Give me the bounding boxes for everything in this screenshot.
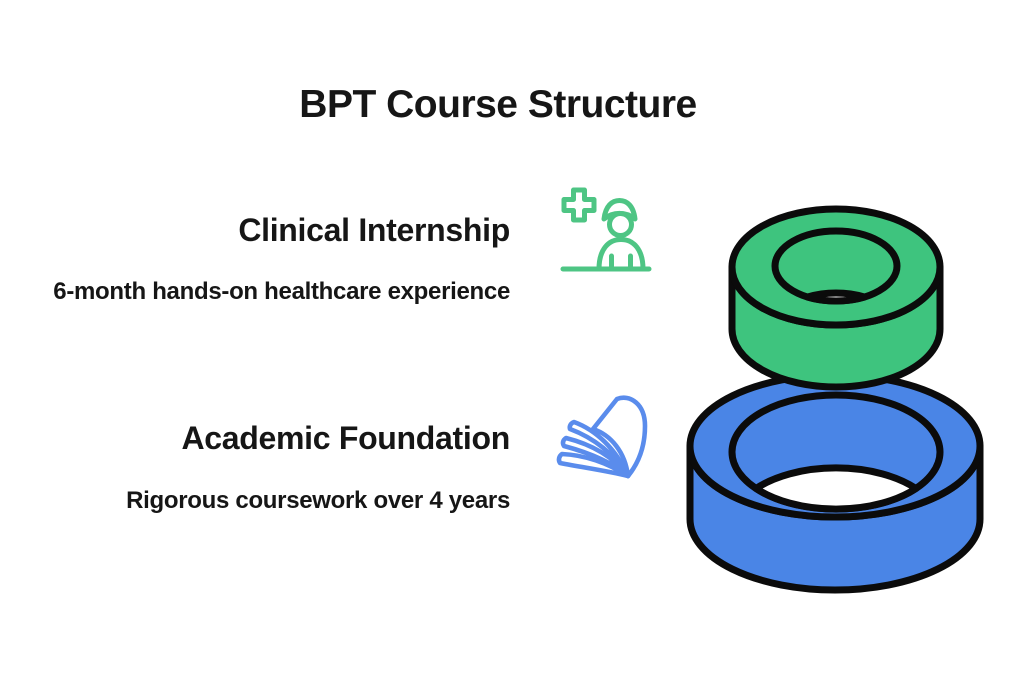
nurse-icon-strokes: [560, 187, 652, 272]
section-description-clinical-internship: 6-month hands-on healthcare experience: [53, 278, 510, 305]
top-ring: [728, 205, 944, 391]
stacked-rings-illustration: [686, 205, 984, 594]
nurse-collar-lines-icon: [609, 253, 633, 271]
book-page-2-icon: [560, 435, 631, 479]
book-large-page-icon: [590, 395, 648, 479]
bottom-ring-hole-opening: [752, 464, 920, 513]
nurse-with-medical-cross-icon: [560, 187, 652, 272]
nurse-body-icon: [596, 237, 646, 272]
section-description-academic-foundation: Rigorous coursework over 4 years: [126, 487, 510, 514]
bottom-ring: [686, 371, 984, 594]
section-heading-academic-foundation: Academic Foundation: [181, 420, 510, 456]
medical-cross-icon: [561, 187, 597, 223]
top-ring-hole-opening: [804, 289, 868, 305]
book-page-3-icon: [556, 451, 631, 479]
book-icon-strokes: [556, 395, 648, 479]
page-title: BPT Course Structure: [299, 83, 697, 126]
book-page-1-icon: [567, 419, 631, 479]
section-heading-clinical-internship: Clinical Internship: [238, 212, 510, 248]
nurse-head-icon: [607, 211, 634, 238]
open-book-pages-icon: [556, 395, 648, 479]
